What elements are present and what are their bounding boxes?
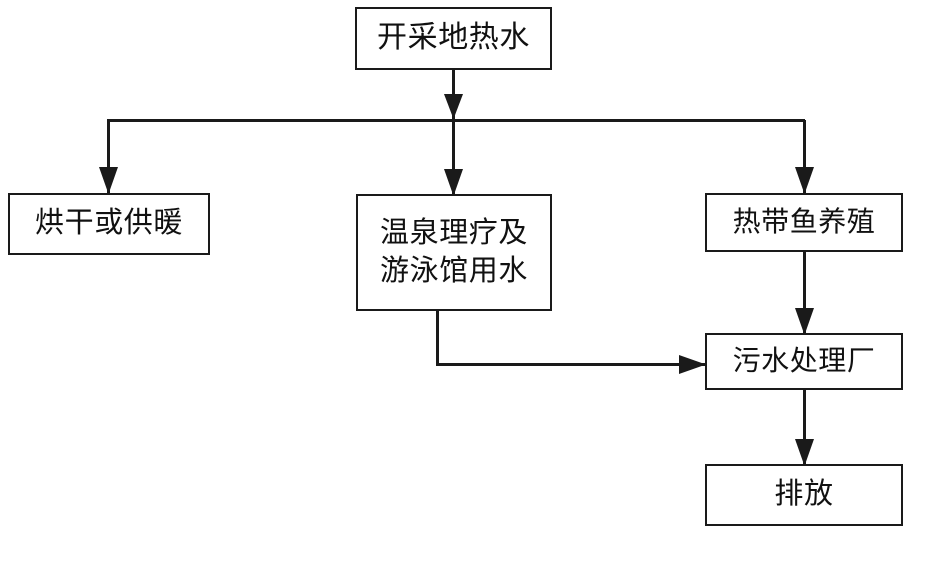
edge-spa-to-wwtp [436,311,706,374]
edge-source-to-bus [444,70,463,121]
node-discharge[interactable]: 排放 [705,464,903,526]
edge-bus-to-drying [99,120,118,194]
node-discharge-label: 排放 [774,478,834,511]
node-tropical-fish-farming[interactable]: 热带鱼养殖 [705,193,903,252]
node-drying-or-heating-label: 烘干或供暖 [35,207,183,240]
node-source[interactable]: 开采地热水 [355,7,552,70]
edge-wwtp-to-discharge [795,390,814,466]
node-drying-or-heating[interactable]: 烘干或供暖 [8,193,210,255]
edge-bus-to-spa [444,120,463,196]
edge-fishfarm-to-wwtp [795,252,814,335]
node-wastewater-treatment-plant[interactable]: 污水处理厂 [705,333,903,390]
node-spa-and-pool-water-label: 温泉理疗及游泳馆用水 [380,217,528,287]
node-source-label: 开采地热水 [377,21,530,55]
node-wastewater-treatment-plant-label: 污水处理厂 [732,345,876,377]
edge-bus-to-fishfarm [795,120,814,194]
node-tropical-fish-farming-label: 热带鱼养殖 [732,206,876,238]
node-spa-and-pool-water[interactable]: 温泉理疗及游泳馆用水 [356,194,552,311]
